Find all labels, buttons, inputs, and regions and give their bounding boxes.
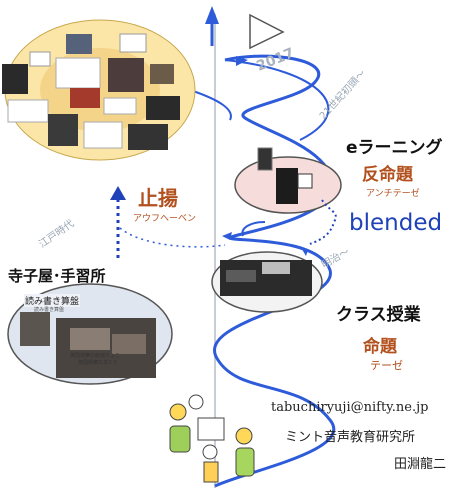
collage-photo [146,96,180,120]
elearning-tablet-photo [257,147,273,171]
collage-photo [83,121,123,149]
collage-photo [66,34,92,54]
spiral-arrow-mid [222,232,232,240]
collage-photo [103,97,137,115]
collage-photo [70,88,100,108]
spiral-arrow-top [236,56,248,66]
credit-name: 田淵龍二 [394,457,447,472]
terakoya-painting-detail [112,334,146,354]
synthesis-reading: アウフヘーベン [133,214,197,224]
classroom-photo-desk [226,270,256,282]
terakoya-painting-detail [70,328,110,350]
elearning-screen [297,173,313,189]
terakoya-title: 寺子屋･手習所 [8,267,106,285]
synthesis-arrowhead [110,186,126,200]
elearning-title: eラーニング [346,138,443,158]
blended-label: blended [349,210,443,236]
collage-photo [48,114,78,146]
collage-photo [7,99,49,123]
synthesis-title: 止揚 [138,186,178,210]
collage-photo [55,57,101,89]
classroom-photo-board [262,262,290,274]
terakoya-painting [20,312,50,346]
classroom-reading: テーゼ [370,359,403,372]
spiral-back-segment [119,227,226,248]
blended-connector [309,199,337,245]
spiral-curve-upper [224,59,330,141]
play-triangle-icon [249,13,285,50]
terakoya-caption-sub: 読み書き算盤 [34,307,65,313]
spiral-curve [213,54,335,488]
collage-photo [119,33,147,53]
collage-photo [2,64,28,94]
elearning-thesis: 反命題 [362,165,413,185]
spiral-curve-lower [241,221,266,237]
elearning-student-photo [276,168,298,204]
cartoon-students-icon [169,394,255,483]
up-arrow-icon [205,6,219,24]
classroom-title: クラス授業 [336,305,421,325]
terakoya-caption-4: 英国視察のあたり [78,360,119,366]
classroom-thesis: 命題 [363,337,397,357]
credit-organization: ミント音声教育研究所 [285,430,416,445]
collage-photo [29,51,51,67]
terakoya-caption-3: 英国視察の絵画ちょこ [70,353,121,359]
spiral-arrow-low [300,246,308,256]
collage-photo [108,58,144,92]
terakoya-caption-main: 読み書き算盤 [24,294,81,307]
collage-photo [128,124,168,150]
spiral-curve-upper-front [189,89,232,121]
elearning-reading: アンチテーゼ [366,189,420,199]
credit-email: tabuchiryuji@nifty.ne.jp [271,400,429,415]
collage-photo [150,64,174,84]
